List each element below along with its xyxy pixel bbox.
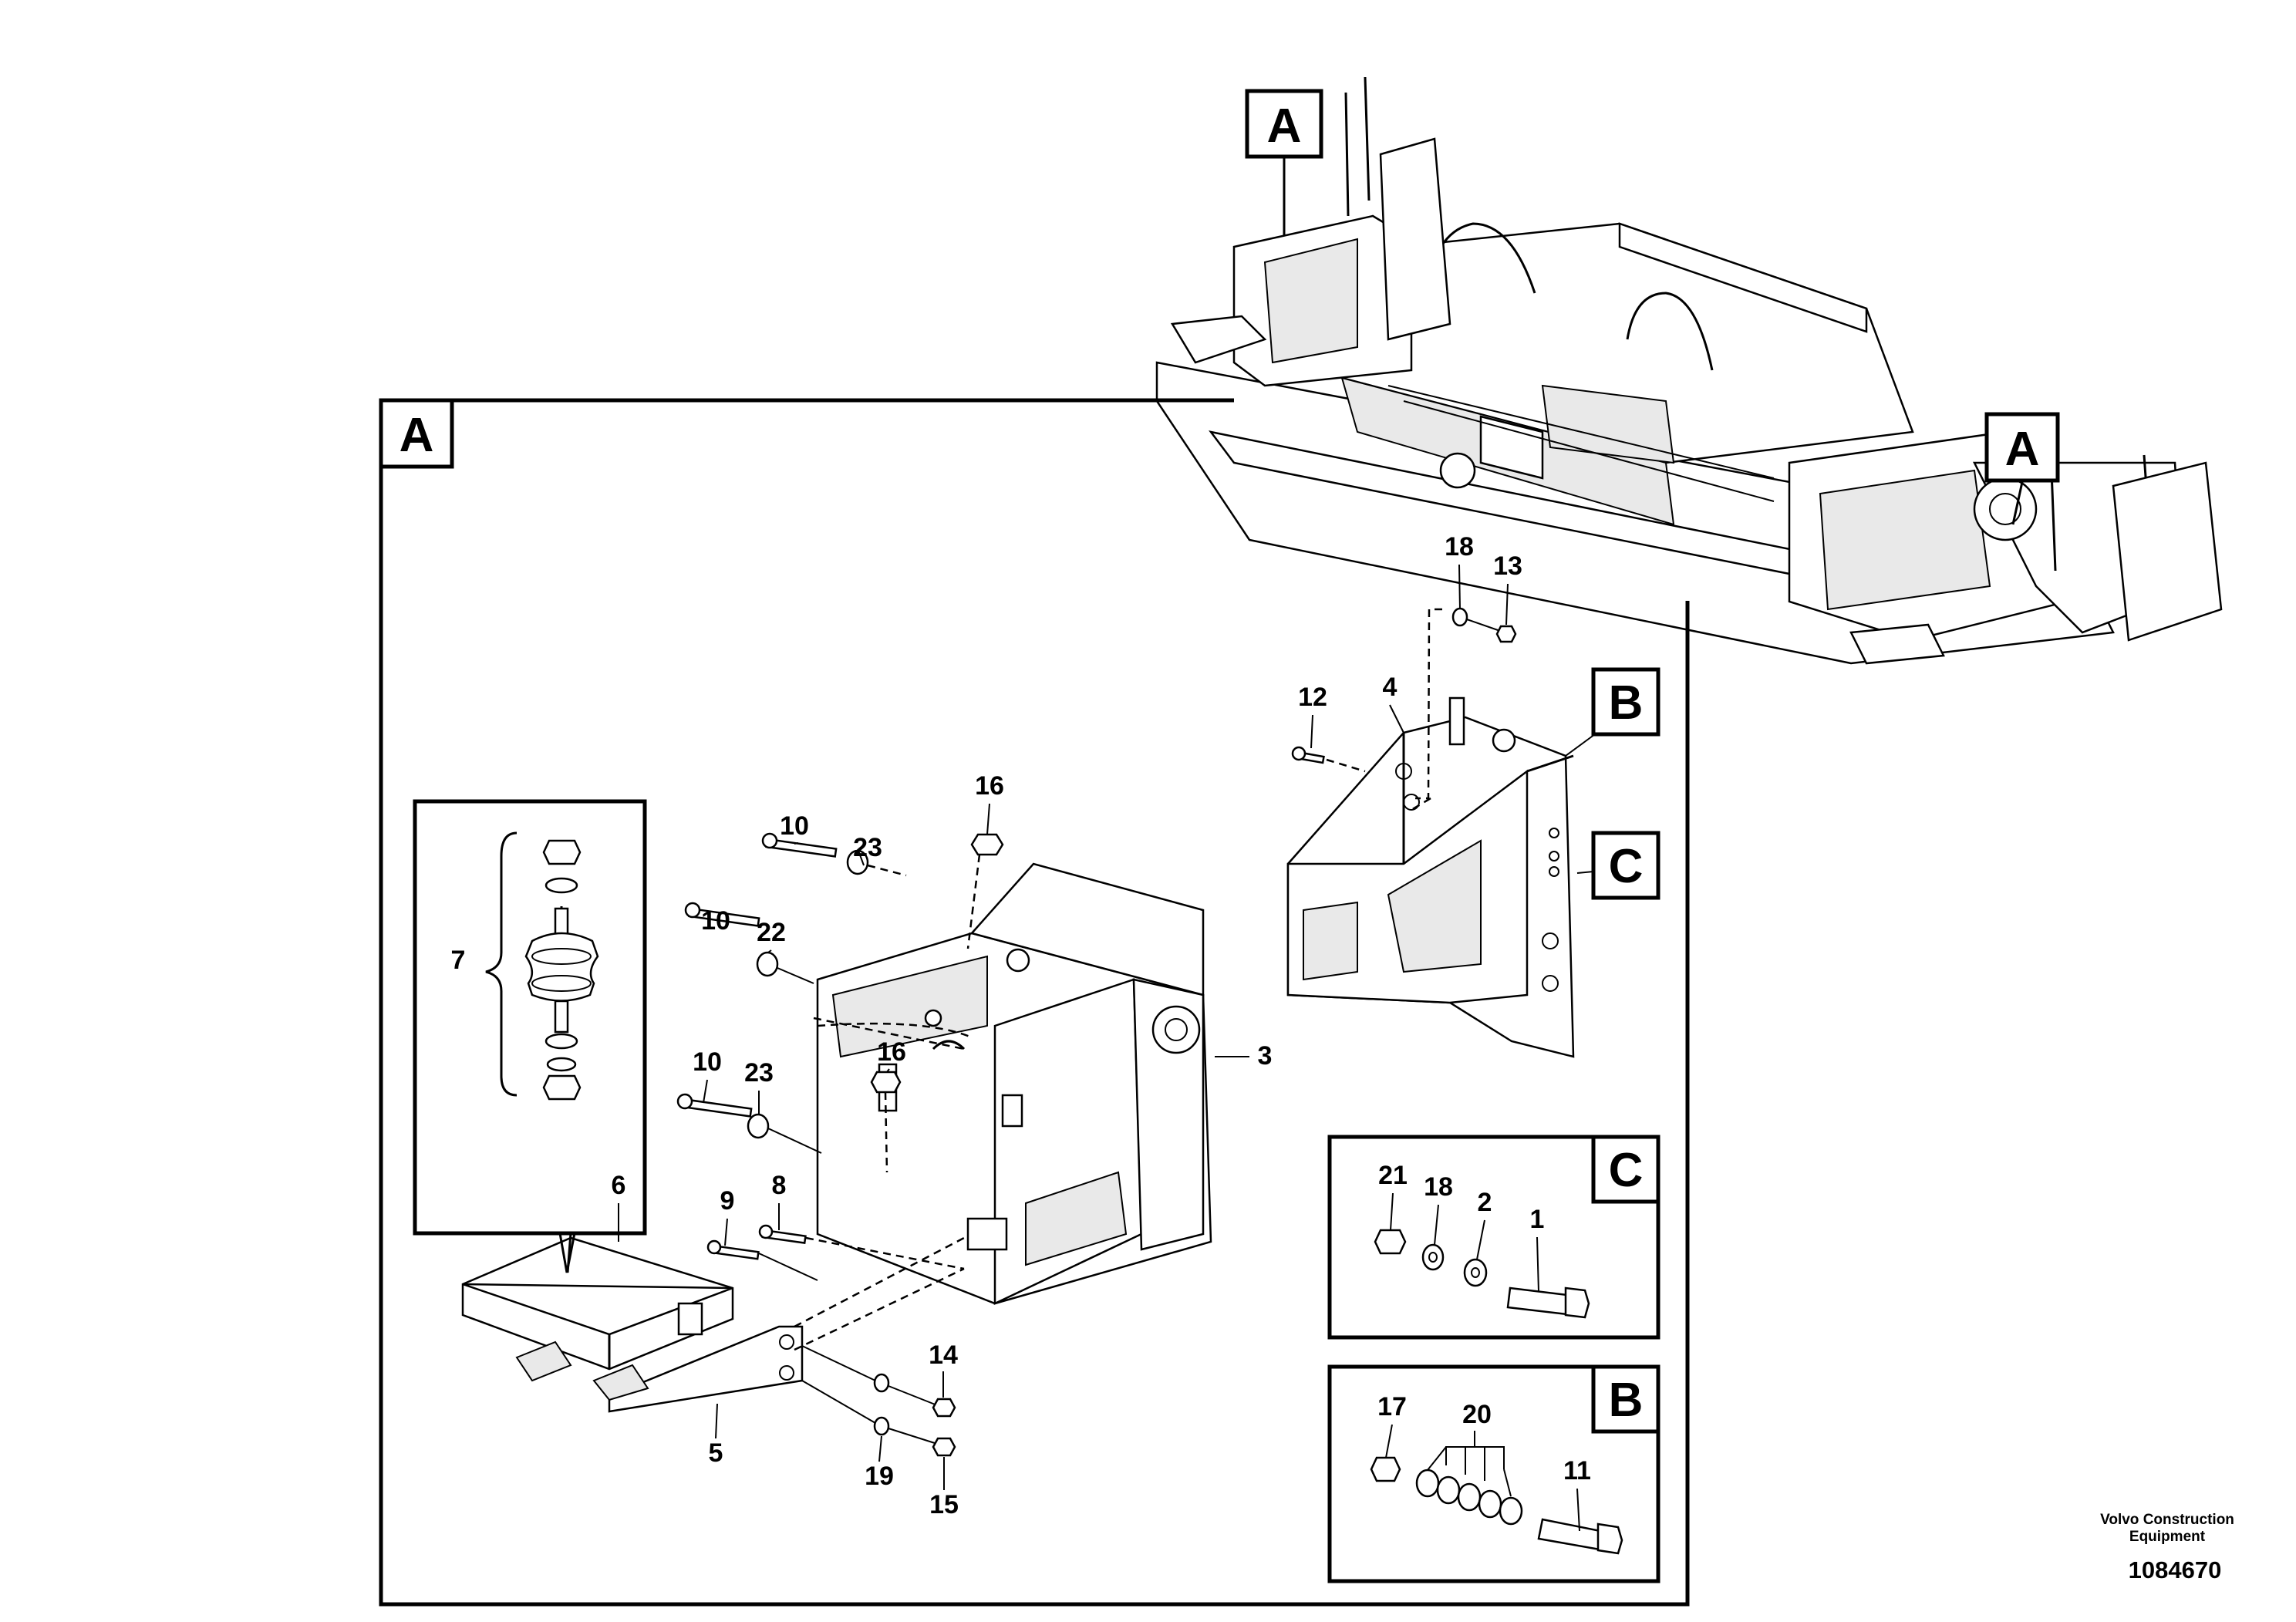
label-part-18: 18 (1445, 532, 1474, 561)
label-part-17: 17 (1377, 1392, 1407, 1421)
label-part-19: 19 (865, 1462, 894, 1491)
callout-c-bracket: C (1576, 831, 1660, 900)
label-part-7: 7 (451, 946, 466, 975)
credit-line-2: Equipment (2129, 1529, 2206, 1545)
label-part-10-low: 10 (693, 1047, 722, 1077)
label-part-13: 13 (1493, 551, 1522, 581)
inset-c: C (1327, 1135, 1660, 1340)
credit-line-1: Volvo Construction (2100, 1512, 2234, 1528)
svg-text:A: A (1267, 99, 1302, 153)
callout-b-bracket: B (1565, 667, 1660, 757)
label-part-4: 4 (1383, 673, 1397, 702)
label-part-18-c: 18 (1424, 1172, 1453, 1202)
label-part-23-low: 23 (744, 1058, 774, 1088)
label-part-20: 20 (1462, 1400, 1492, 1429)
svg-text:B: B (1609, 676, 1644, 730)
label-part-9: 9 (720, 1186, 735, 1216)
machine-overview (1155, 76, 2223, 665)
label-part-10-top: 10 (780, 811, 809, 841)
svg-text:A: A (400, 409, 434, 462)
callout-a-overview-top: A (1245, 89, 1323, 159)
label-part-22: 22 (757, 918, 786, 947)
label-part-21: 21 (1378, 1161, 1408, 1190)
fasteners (676, 607, 1517, 1457)
mount-plate-part-5 (608, 1325, 804, 1413)
label-part-1: 1 (1530, 1205, 1545, 1234)
inset-b: B (1327, 1364, 1660, 1583)
label-part-6: 6 (612, 1171, 626, 1200)
bracket-part-4 (1286, 696, 1575, 1058)
label-part-2: 2 (1478, 1188, 1492, 1217)
label-part-5: 5 (709, 1438, 723, 1468)
svg-text:C: C (1609, 840, 1644, 893)
inset-isolator-part-7 (413, 799, 647, 1273)
callout-a-overview-right: A (1984, 412, 2060, 483)
label-part-16-top: 16 (975, 771, 1004, 801)
label-part-10-mid: 10 (701, 906, 730, 936)
label-part-11: 11 (1563, 1456, 1591, 1485)
label-part-3: 3 (1258, 1041, 1273, 1071)
svg-text:A: A (2005, 423, 2040, 476)
part-labels: 18 13 12 4 16 10 23 10 22 7 3 16 10 23 6… (451, 532, 1591, 1532)
label-part-12: 12 (1298, 683, 1327, 712)
detail-frame-a: A (379, 398, 1690, 1607)
label-part-15: 15 (929, 1490, 959, 1519)
label-part-14: 14 (929, 1340, 958, 1370)
label-part-8: 8 (772, 1171, 787, 1200)
svg-text:B: B (1609, 1374, 1644, 1427)
credit-text: Volvo Construction Equipment (2067, 1512, 2267, 1546)
svg-text:C: C (1609, 1144, 1644, 1197)
label-part-16-mid: 16 (877, 1037, 906, 1067)
cover-part-6 (461, 1236, 734, 1401)
label-part-23-top: 23 (853, 833, 882, 862)
document-number: 1084670 (2128, 1556, 2222, 1583)
